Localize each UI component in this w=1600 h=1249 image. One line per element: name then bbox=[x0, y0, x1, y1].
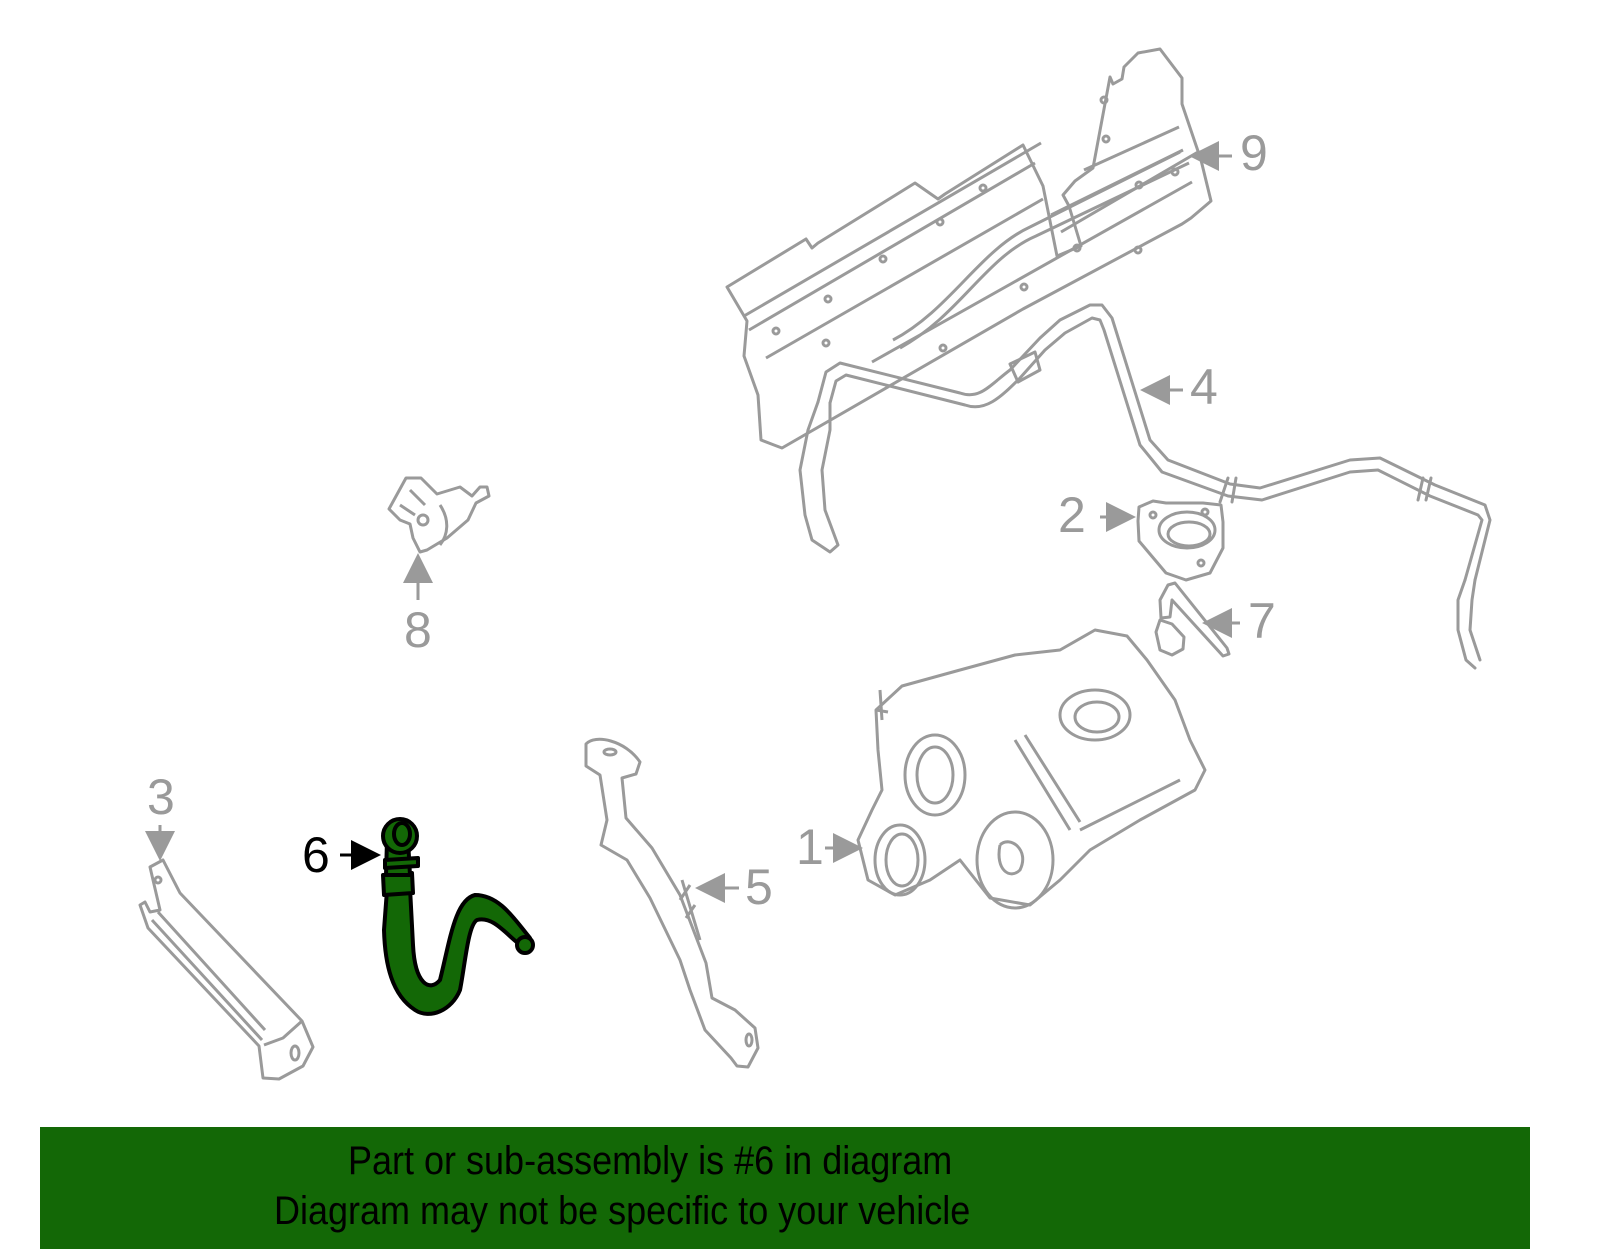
bracket-part-3[interactable] bbox=[138, 858, 315, 1081]
callout-1[interactable]: 1 bbox=[796, 819, 824, 875]
callout-8[interactable]: 8 bbox=[404, 602, 432, 658]
info-banner: Part or sub-assembly is #6 in diagram Di… bbox=[40, 1127, 1530, 1249]
callout-3[interactable]: 3 bbox=[147, 769, 175, 825]
callout-6-highlighted[interactable]: 6 bbox=[302, 827, 330, 883]
turbocharger-part-1[interactable] bbox=[856, 628, 1207, 910]
callout-5[interactable]: 5 bbox=[745, 859, 773, 915]
gasket-part-2[interactable] bbox=[1136, 499, 1225, 582]
callout-9[interactable]: 9 bbox=[1240, 125, 1268, 181]
oil-feed-line-part-4[interactable] bbox=[798, 303, 1492, 670]
fitting-part-7[interactable] bbox=[1154, 581, 1231, 658]
callout-4[interactable]: 4 bbox=[1190, 359, 1218, 415]
banner-line-disclaimer: Diagram may not be specific to your vehi… bbox=[274, 1189, 971, 1233]
heat-shield-part-9[interactable] bbox=[725, 47, 1213, 450]
banner-line-part-number: Part or sub-assembly is #6 in diagram bbox=[348, 1139, 953, 1183]
oil-return-pipe-part-5[interactable] bbox=[584, 737, 760, 1069]
callout-7[interactable]: 7 bbox=[1248, 593, 1276, 649]
callout-2[interactable]: 2 bbox=[1058, 487, 1086, 543]
hose-part-6-highlighted[interactable] bbox=[381, 817, 535, 1016]
leader-arrows bbox=[145, 141, 1240, 903]
valve-part-8[interactable] bbox=[387, 476, 491, 554]
